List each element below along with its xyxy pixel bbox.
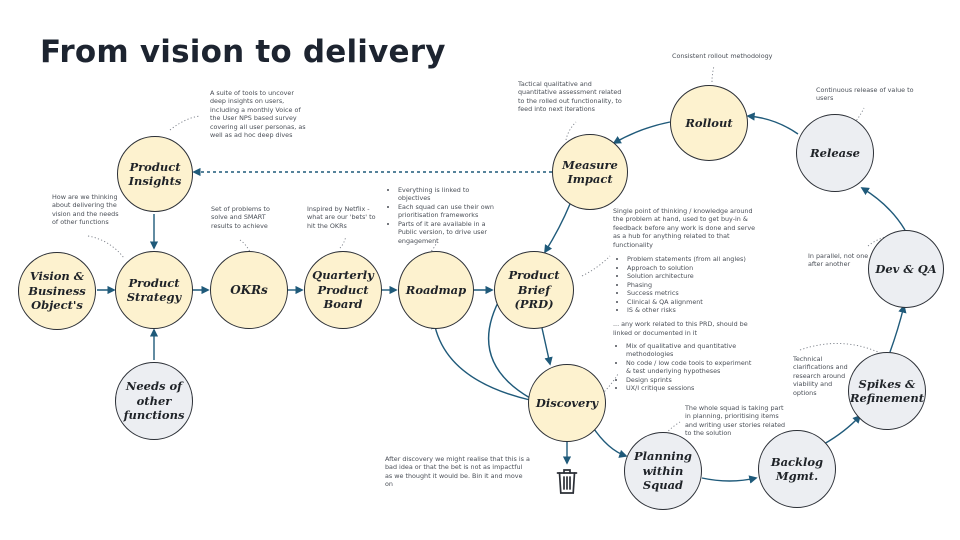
arrow-rollout-to-measure xyxy=(612,121,671,144)
note-discovery: Mix of qualitative and quantitative meth… xyxy=(612,342,752,393)
pointer-planning xyxy=(663,421,681,437)
page-title: From vision to delivery xyxy=(40,34,446,70)
note-measure-impact: Tactical qualitative and quantitative as… xyxy=(518,80,622,114)
note-release: Continuous release of value to users xyxy=(816,86,914,103)
node-release: Release xyxy=(796,114,874,192)
node-product-brief: Product Brief (PRD) xyxy=(494,251,574,329)
arrow-discovery-to-brief xyxy=(487,293,531,399)
node-measure-impact: Measure Impact xyxy=(552,134,628,210)
arrow-discovery-to-planning xyxy=(591,425,628,458)
trash-bin-icon xyxy=(556,469,578,494)
node-dev-and-qa: Dev & QA xyxy=(868,230,944,308)
note-bin-it: After discovery we might realise that th… xyxy=(385,455,530,489)
node-planning-within-squad: Planning within Squad xyxy=(624,432,702,510)
node-backlog-mgmt: Backlog Mgmt. xyxy=(758,430,836,508)
arrow-devqa-to-release xyxy=(860,187,906,231)
arrow-release-to-rollout xyxy=(746,112,799,135)
brief-bullet: Solution architecture xyxy=(627,272,763,280)
note-quarterly-product-board: Inspired by Netflix - what are our 'bets… xyxy=(307,205,376,230)
arrow-measure-to-brief xyxy=(544,203,571,254)
node-roadmap: Roadmap xyxy=(398,251,474,329)
node-product-strategy: Product Strategy xyxy=(115,251,193,329)
roadmap-bullet: Each squad can use their own prioritisat… xyxy=(398,203,502,220)
discovery-bullet: Mix of qualitative and quantitative meth… xyxy=(626,342,752,359)
discovery-bullet: No code / low code tools to experiment &… xyxy=(626,359,752,376)
roadmap-bullet-list: Everything is linked to objectives Each … xyxy=(384,186,502,245)
roadmap-bullet: Everything is linked to objectives xyxy=(398,186,502,203)
pointer-qpb xyxy=(339,235,347,249)
node-discovery: Discovery xyxy=(528,364,606,442)
brief-bullet: Problem statements (from all angles) xyxy=(627,255,763,263)
arrow-discovery-to-roadmap xyxy=(431,320,531,401)
note-product-brief: Single point of thinking / knowledge aro… xyxy=(613,207,763,337)
discovery-bullet-list: Mix of qualitative and quantitative meth… xyxy=(612,342,752,393)
arrow-brief-to-discovery xyxy=(541,327,553,366)
brief-bullet: Approach to solution xyxy=(627,264,763,272)
note-roadmap: Everything is linked to objectives Each … xyxy=(384,186,502,245)
note-product-strategy: How are we thinking about delivering the… xyxy=(52,193,119,227)
node-vision: Vision & Business Object's xyxy=(18,252,96,330)
node-okrs: OKRs xyxy=(210,251,288,329)
note-okrs: Set of problems to solve and SMART resul… xyxy=(211,205,270,230)
roadmap-bullet: Parts of it are available in a Public ve… xyxy=(398,220,502,245)
arrow-planning-to-backlog xyxy=(701,475,758,484)
brief-bullet-list: Problem statements (from all angles) App… xyxy=(613,255,763,314)
note-dev-and-qa: In parallel, not one after another xyxy=(808,252,869,269)
discovery-bullet: Design sprints xyxy=(626,376,752,384)
node-product-insights: Product Insights xyxy=(117,136,193,212)
brief-bullet: Phasing xyxy=(627,281,763,289)
arrow-backlog-to-spikes xyxy=(823,414,862,445)
pointer-roadmap xyxy=(423,243,437,259)
note-rollout: Consistent rollout methodology xyxy=(672,52,773,60)
pointer-insights xyxy=(169,115,201,131)
arrow-spikes-to-devqa xyxy=(889,304,907,353)
brief-bullet: Clinical & QA alignment xyxy=(627,298,763,306)
discovery-bullet: UX/I critique sessions xyxy=(626,384,752,392)
node-quarterly-product-board: Quarterly Product Board xyxy=(304,251,382,329)
note-product-insights: A suite of tools to uncover deep insight… xyxy=(210,89,306,140)
node-rollout: Rollout xyxy=(670,85,748,161)
note-spikes-and-refinement: Technical clarifications and research ar… xyxy=(793,355,848,397)
pointer-brief xyxy=(581,255,611,277)
brief-bullet: Success metrics xyxy=(627,289,763,297)
node-spikes-and-refinement: Spikes & Refinement xyxy=(848,352,926,430)
pointer-strategy xyxy=(87,235,125,259)
pointer-rollout xyxy=(711,65,715,83)
pointer-spikes xyxy=(799,343,879,353)
note-planning-within-squad: The whole squad is taking part in planni… xyxy=(685,404,786,438)
pointer-okrs xyxy=(239,239,251,253)
brief-bullet: IS & other risks xyxy=(627,306,763,314)
node-needs-of-other-functions: Needs of other functions xyxy=(115,362,193,440)
